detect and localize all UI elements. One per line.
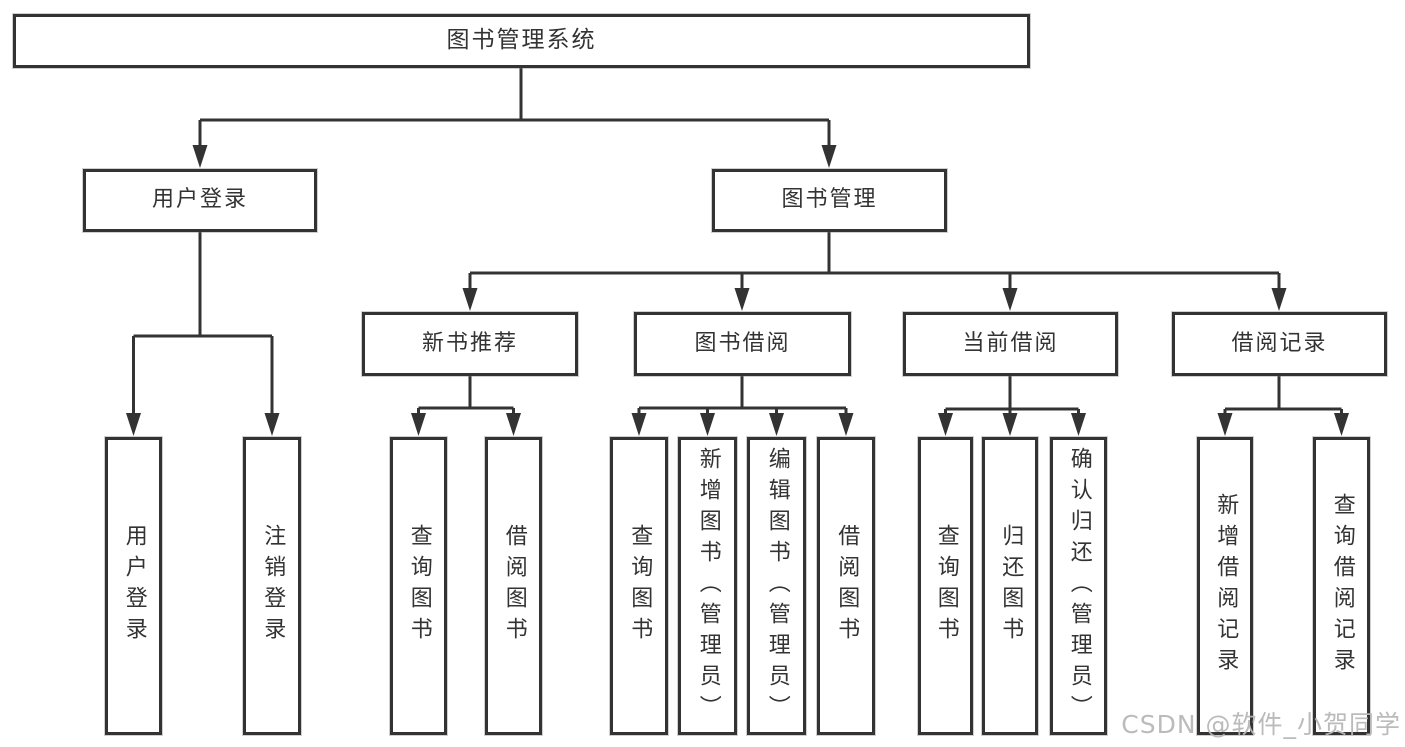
leaf-logout: 注销登录 <box>243 437 301 735</box>
node-borrow-records: 借阅记录 <box>1172 312 1387 376</box>
leaf-cb-return-books: 归还图书 <box>982 437 1038 735</box>
node-current-borrow: 当前借阅 <box>903 312 1118 376</box>
leaf-nbr-query-books: 查询图书 <box>390 437 447 735</box>
node-book-management: 图书管理 <box>712 169 947 232</box>
node-new-book-recommend: 新书推荐 <box>362 312 578 376</box>
node-user-login: 用户登录 <box>83 169 317 232</box>
leaf-user-login: 用户登录 <box>105 437 162 735</box>
leaf-br-add-record: 新增借阅记录 <box>1197 437 1253 735</box>
node-book-borrow: 图书借阅 <box>634 312 851 376</box>
node-library-management-system: 图书管理系统 <box>13 14 1030 68</box>
leaf-bb-add-books-admin: 新增图书（管理员） <box>678 437 737 735</box>
leaf-bb-borrow-books: 借阅图书 <box>817 437 875 735</box>
leaf-cb-query-books: 查询图书 <box>918 437 973 735</box>
leaf-cb-confirm-return-admin: 确认归还（管理员） <box>1050 437 1107 735</box>
leaf-nbr-borrow-books: 借阅图书 <box>485 437 542 735</box>
leaf-bb-query-books: 查询图书 <box>610 437 668 735</box>
leaf-br-query-record: 查询借阅记录 <box>1313 437 1370 735</box>
tree-edges <box>132 68 1343 420</box>
leaf-bb-edit-books-admin: 编辑图书（管理员） <box>747 437 806 735</box>
csdn-watermark: CSDN @软件_小贺同学 <box>1121 710 1401 739</box>
arrowhead-icons <box>126 145 1349 436</box>
